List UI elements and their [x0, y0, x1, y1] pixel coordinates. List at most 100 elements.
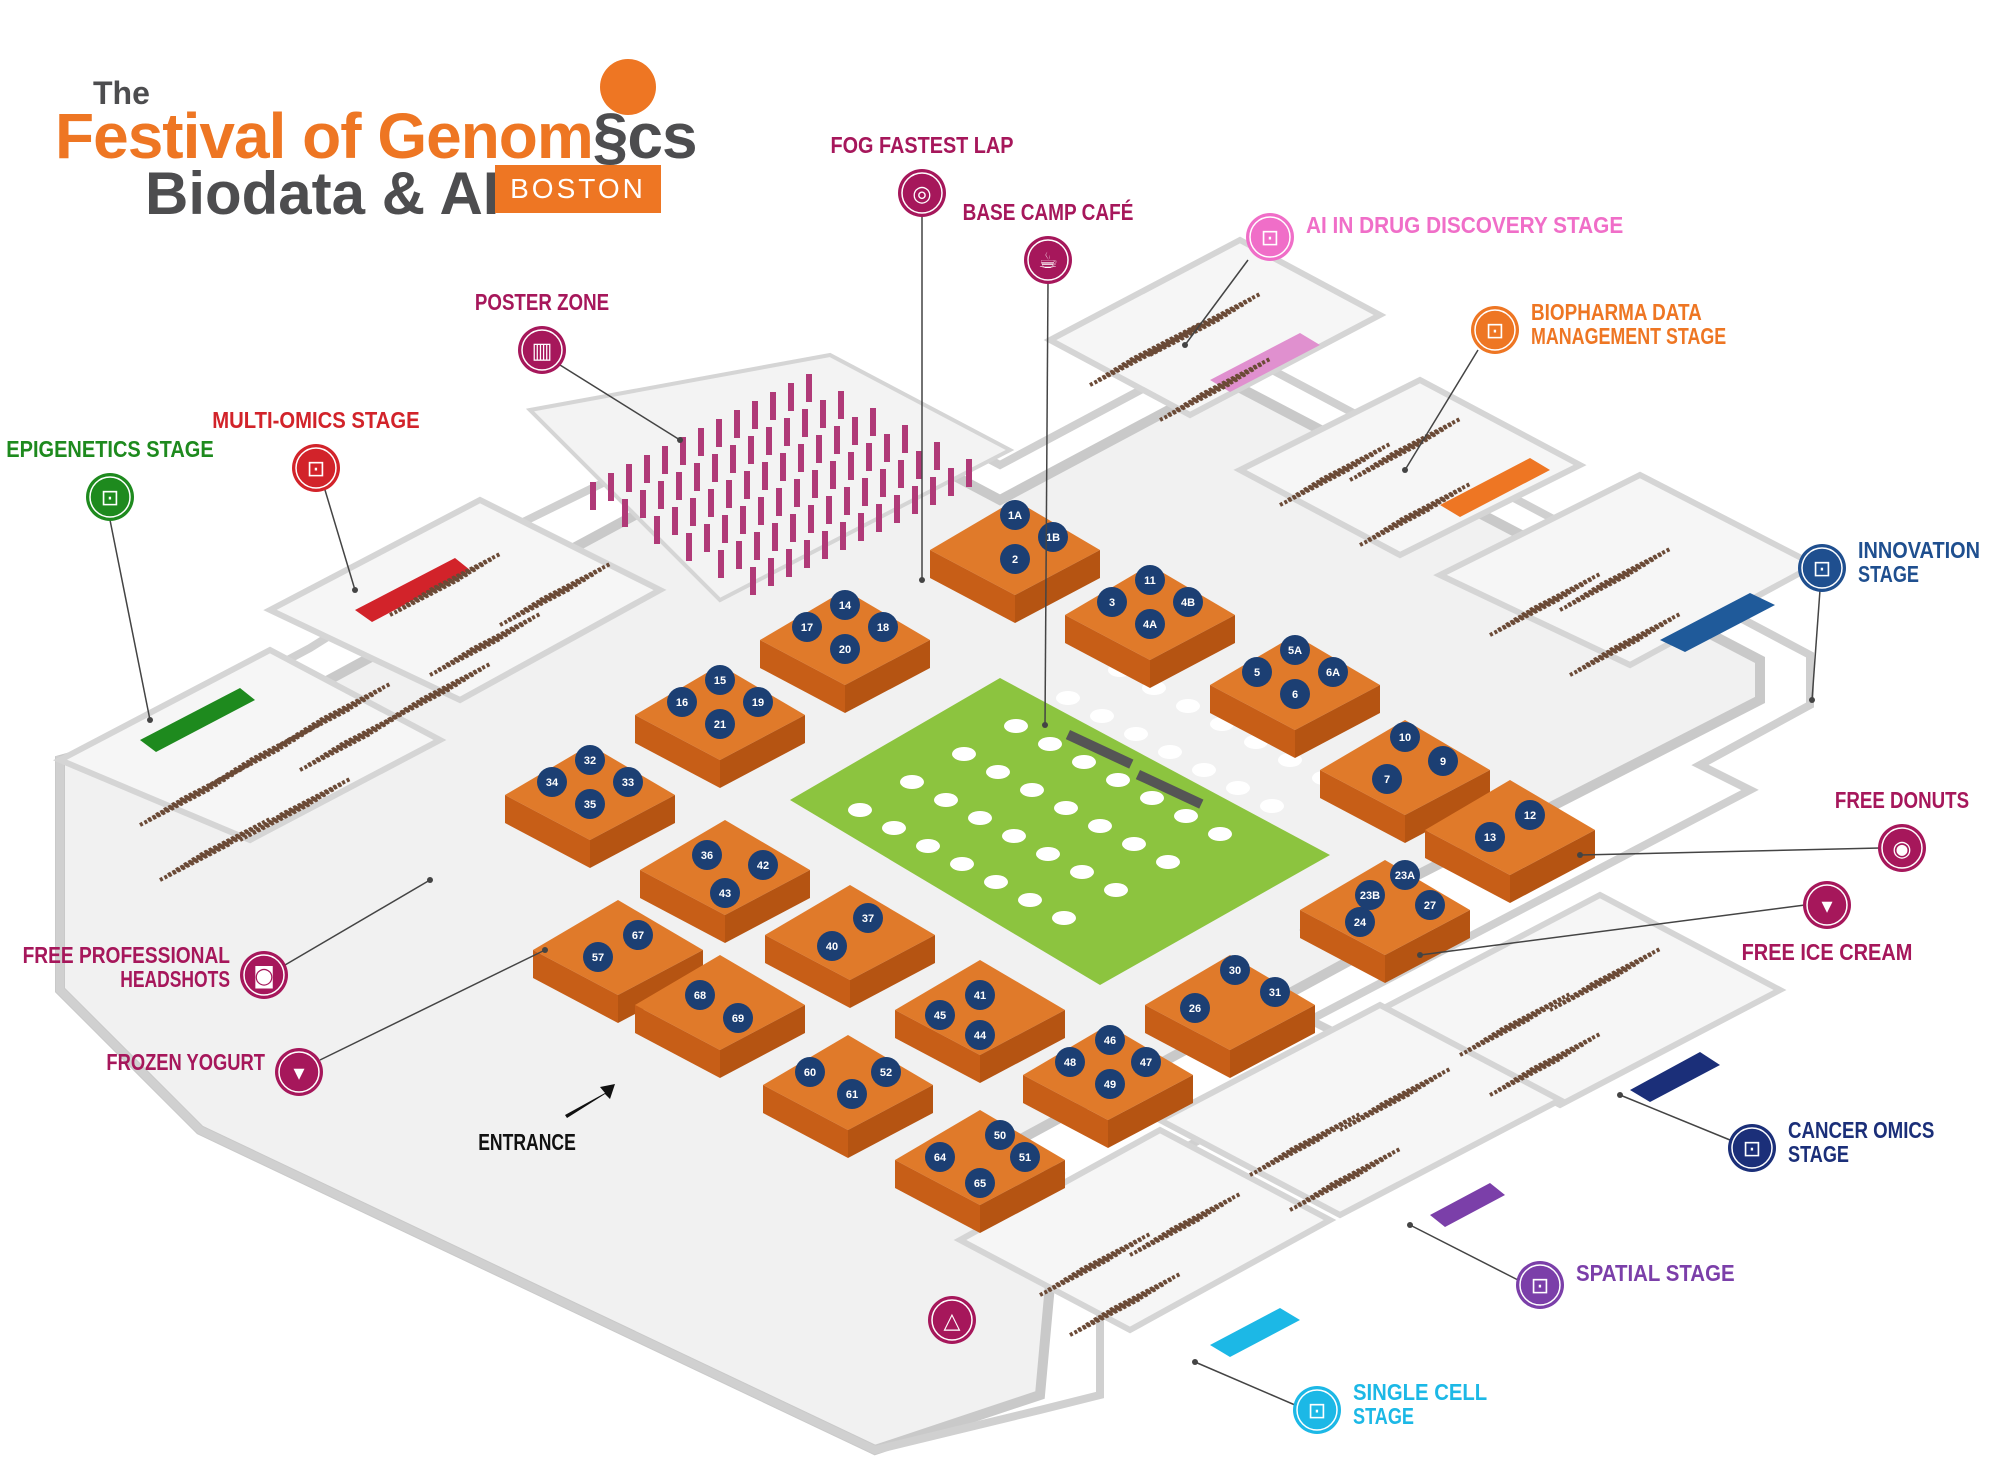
callout-poster-zone[interactable]: ▥POSTER ZONE [475, 289, 683, 443]
zone-badge[interactable] [1798, 544, 1846, 592]
callout-multi-omics[interactable]: ⊡MULTI-OMICS STAGE [212, 407, 420, 593]
booth-number[interactable]: 11 [1144, 575, 1156, 587]
zone-label: MANAGEMENT STAGE [1531, 323, 1726, 349]
zone-badge[interactable] [1024, 236, 1072, 284]
zone-badge[interactable] [1803, 881, 1851, 929]
booth-number[interactable]: 33 [622, 777, 634, 789]
seat-row [515, 577, 587, 617]
booth-number[interactable]: 14 [839, 600, 852, 612]
booth-number[interactable]: 12 [1524, 810, 1536, 822]
booth-number[interactable]: 37 [862, 913, 874, 925]
booth-number[interactable]: 47 [1140, 1057, 1152, 1069]
zone-badge[interactable] [1246, 213, 1294, 261]
booth-number[interactable]: 68 [694, 990, 706, 1002]
zone-badge[interactable] [928, 1296, 976, 1344]
booth-number[interactable]: 46 [1104, 1035, 1116, 1047]
booth-number[interactable]: 27 [1424, 900, 1436, 912]
zone-badge[interactable] [86, 473, 134, 521]
cafe-table [986, 765, 1010, 779]
booth-number[interactable]: 67 [632, 930, 644, 942]
zone-badge[interactable] [518, 326, 566, 374]
steering-wheel-icon: ◎ [912, 182, 931, 207]
cafe-table [1208, 827, 1232, 841]
booth-number[interactable]: 40 [826, 941, 838, 953]
zone-badge[interactable] [1878, 824, 1926, 872]
booth-number[interactable]: 64 [934, 1152, 947, 1164]
callout-free-ice-cream[interactable]: ▾FREE ICE CREAM [1417, 881, 1912, 965]
booth-number[interactable]: 5 [1254, 667, 1260, 679]
booth-number[interactable]: 52 [880, 1067, 892, 1079]
booth-number[interactable]: 23B [1360, 890, 1380, 902]
booth-number[interactable]: 44 [974, 1030, 987, 1042]
booth-number[interactable]: 60 [804, 1067, 816, 1079]
booth-number[interactable]: 1B [1046, 532, 1060, 544]
booth-number[interactable]: 41 [974, 990, 986, 1002]
booth-number[interactable]: 35 [584, 799, 596, 811]
booth-number[interactable]: 45 [934, 1010, 946, 1022]
callout-fog-fastest-lap[interactable]: ◎FOG FASTEST LAP [831, 132, 1014, 583]
zone-badge[interactable] [1728, 1124, 1776, 1172]
booth-number[interactable]: 31 [1269, 987, 1281, 999]
booth-number[interactable]: 51 [1019, 1152, 1031, 1164]
zone-badge[interactable] [275, 1048, 323, 1096]
booth-number[interactable]: 9 [1440, 756, 1446, 768]
booth-number[interactable]: 13 [1484, 832, 1496, 844]
booth-number[interactable]: 43 [719, 888, 731, 900]
zone-badge[interactable] [1471, 306, 1519, 354]
booth-number[interactable]: 36 [701, 850, 713, 862]
zone-badge[interactable] [1516, 1261, 1564, 1309]
booth-number[interactable]: 19 [752, 697, 764, 709]
callout-base-camp-cafe[interactable]: ☕BASE CAMP CAFÉ [963, 198, 1134, 728]
zone-badge[interactable] [240, 951, 288, 999]
callout-cloakroom[interactable]: △ [928, 1296, 976, 1344]
booth-number[interactable]: 48 [1064, 1057, 1076, 1069]
poster-board [880, 469, 886, 497]
booth-number[interactable]: 4A [1143, 619, 1157, 631]
booth-number[interactable]: 65 [974, 1178, 986, 1190]
booth-number[interactable]: 2 [1012, 554, 1018, 566]
booth-number[interactable]: 26 [1189, 1003, 1201, 1015]
booth-number[interactable]: 20 [839, 644, 851, 656]
cafe-table [1072, 755, 1096, 769]
callout-spatial[interactable]: ⊡SPATIAL STAGE [1407, 1222, 1735, 1309]
callout-ai-drug[interactable]: ⊡AI IN DRUG DISCOVERY STAGE [1182, 212, 1623, 348]
booth-number[interactable]: 1A [1008, 510, 1022, 522]
booth-number[interactable]: 32 [584, 755, 596, 767]
zone-badge[interactable] [898, 169, 946, 217]
booth-number[interactable]: 16 [676, 697, 688, 709]
booth-number[interactable]: 23A [1395, 870, 1415, 882]
booth-number[interactable]: 15 [714, 675, 726, 687]
booth-number[interactable]: 7 [1384, 774, 1390, 786]
booth-number[interactable]: 57 [592, 952, 604, 964]
booth-number[interactable]: 3 [1109, 597, 1115, 609]
booth-number[interactable]: 49 [1104, 1079, 1116, 1091]
booth-number[interactable]: 42 [757, 860, 769, 872]
booth-number[interactable]: 5A [1288, 645, 1302, 657]
booth-number[interactable]: 24 [1354, 917, 1367, 929]
booth-number[interactable]: 10 [1399, 732, 1411, 744]
booth-number[interactable]: 21 [714, 719, 726, 731]
booth-number[interactable]: 17 [801, 622, 813, 634]
seat-row [1375, 497, 1447, 537]
booth-number[interactable]: 69 [732, 1013, 744, 1025]
booth-number[interactable]: 18 [877, 622, 889, 634]
booth-number[interactable]: 6A [1326, 667, 1340, 679]
zone-badge[interactable] [1293, 1386, 1341, 1434]
booth-number[interactable]: 34 [546, 777, 559, 789]
booth-number[interactable]: 50 [994, 1130, 1006, 1142]
zone-badge[interactable] [292, 444, 340, 492]
callout-frozen-yogurt[interactable]: ▾FROZEN YOGURT [106, 947, 548, 1096]
booth-number[interactable]: 61 [846, 1089, 858, 1101]
booth-number[interactable]: 6 [1292, 689, 1298, 701]
booth-number[interactable]: 30 [1229, 965, 1241, 977]
callout-free-donuts[interactable]: ◉FREE DONUTS [1577, 787, 1969, 872]
booth-number[interactable]: 4B [1181, 597, 1195, 609]
callout-epigenetics[interactable]: ⊡EPIGENETICS STAGE [6, 436, 214, 723]
callout-entrance[interactable]: ENTRANCE [478, 1129, 576, 1155]
seat-block [379, 662, 491, 727]
